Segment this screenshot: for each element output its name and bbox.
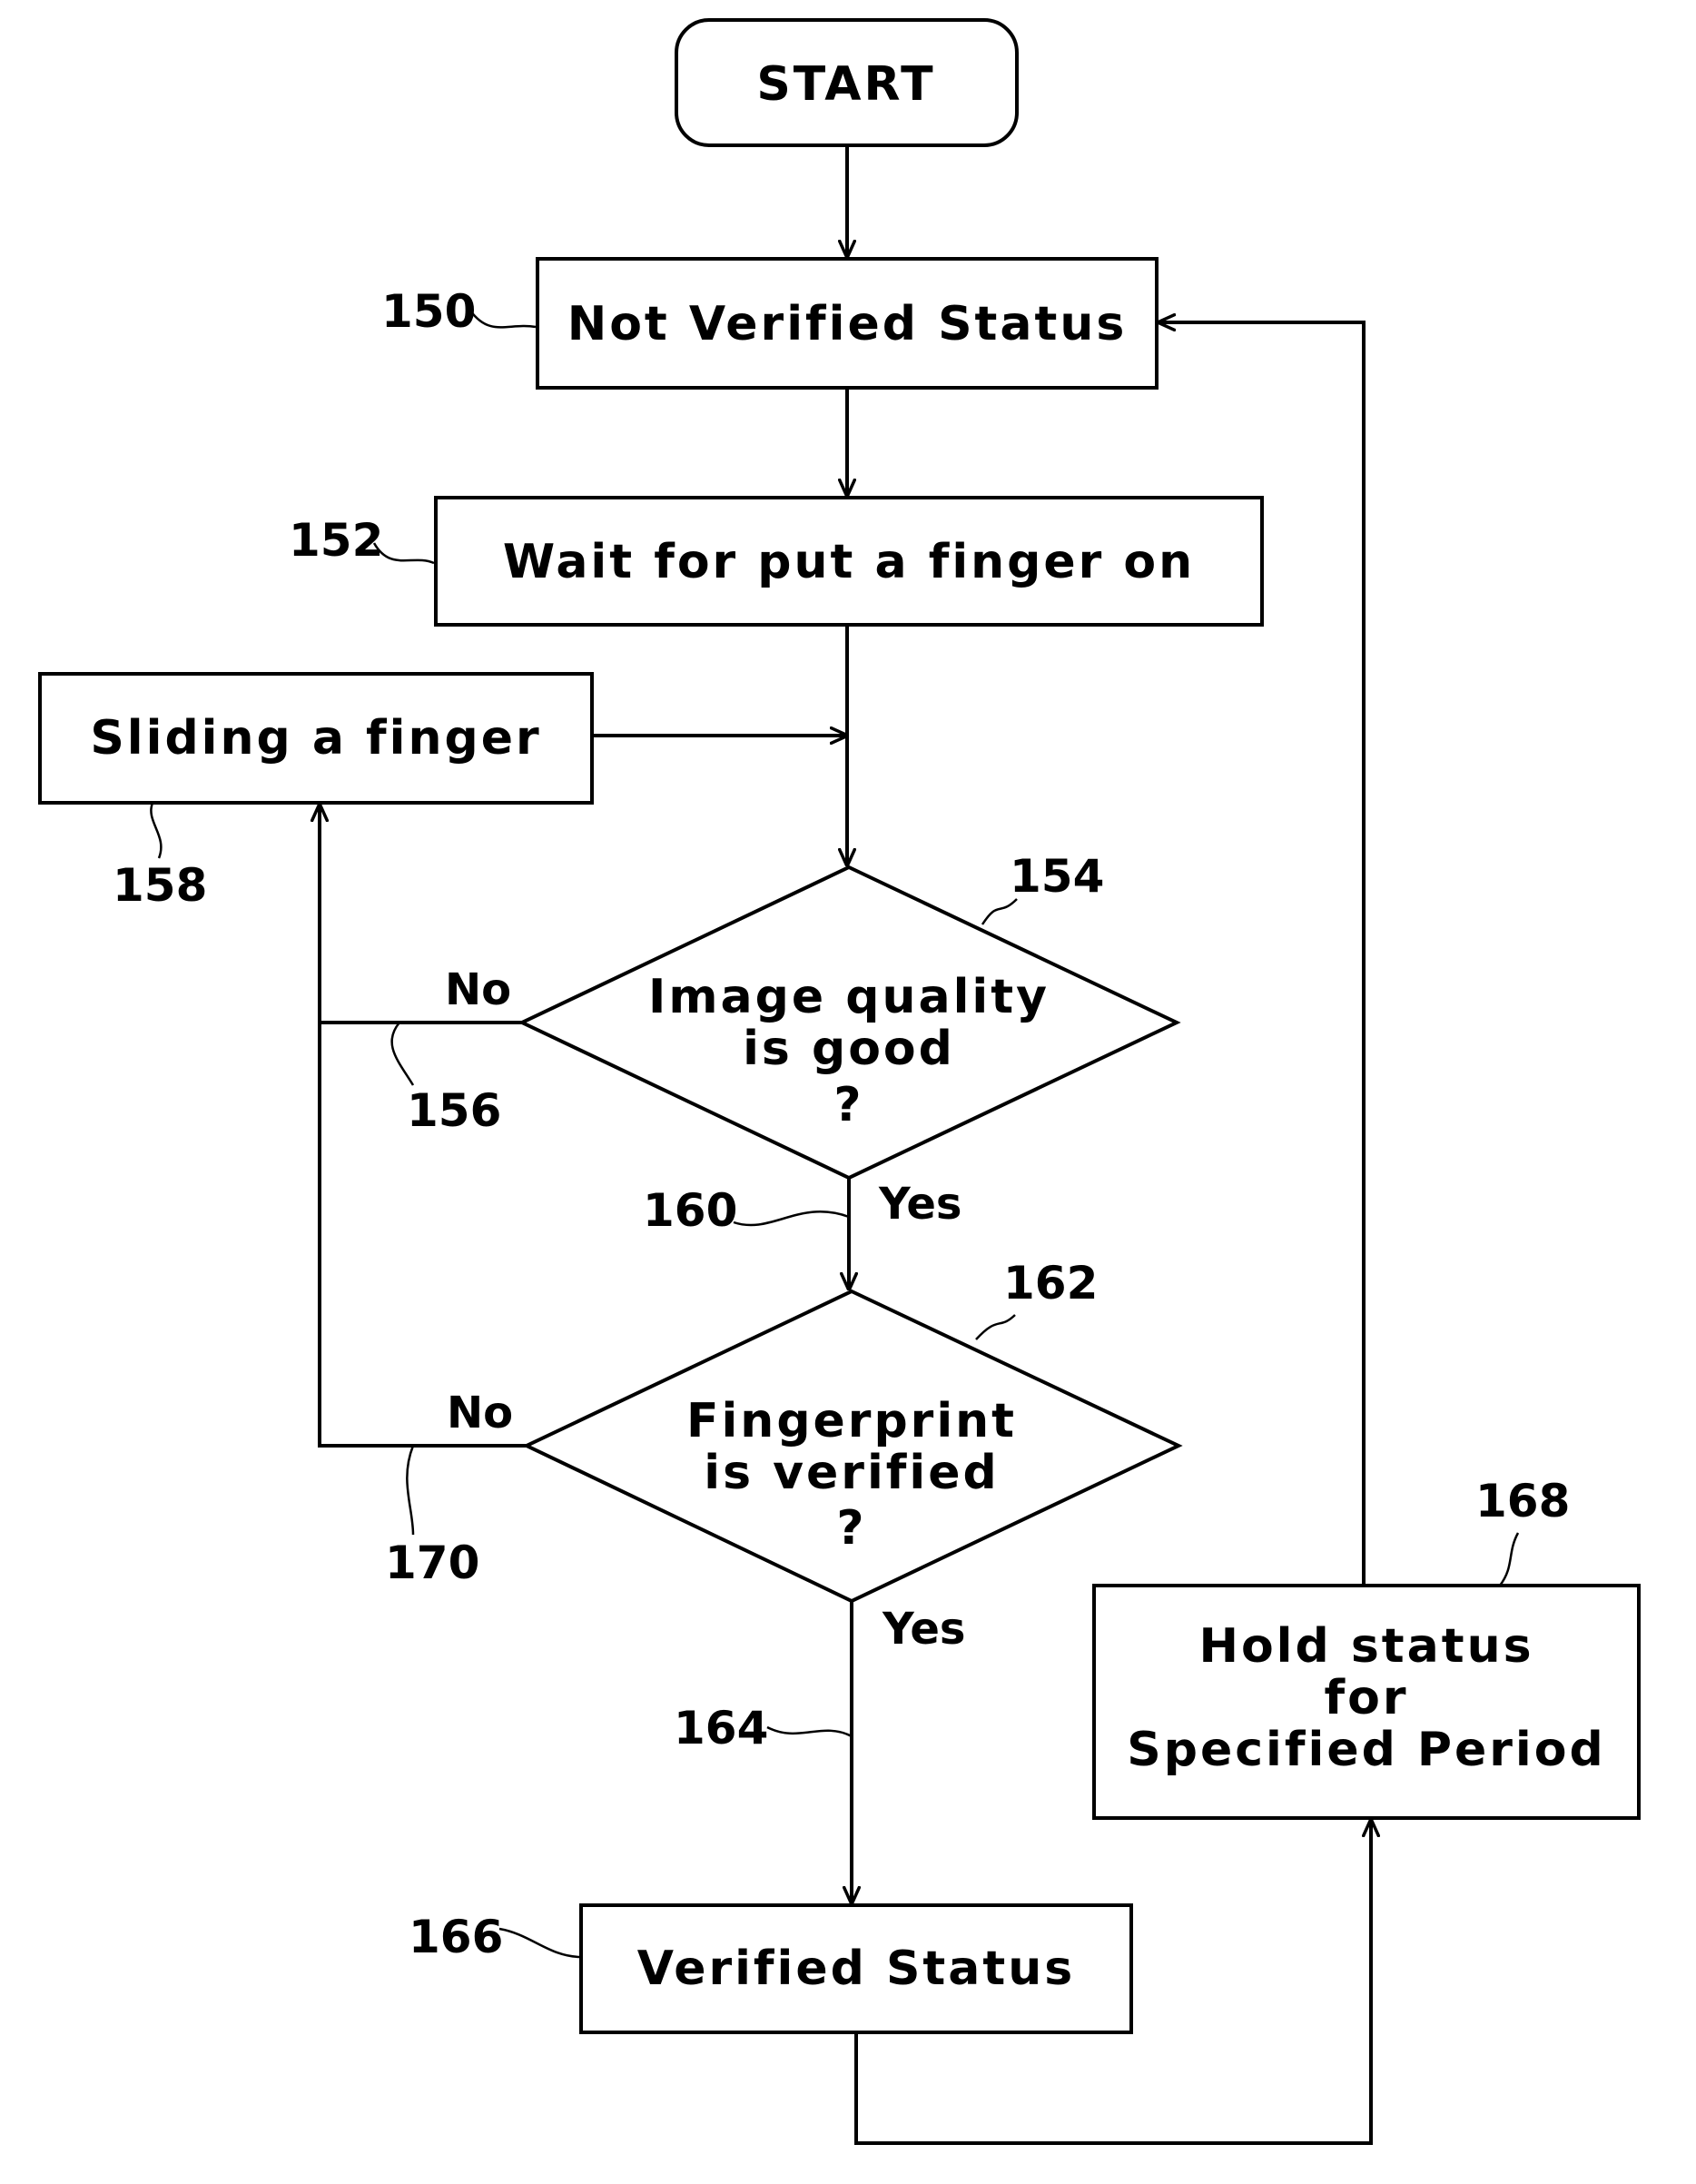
ref-154: 154 xyxy=(1010,850,1104,903)
ref-150: 150 xyxy=(381,285,476,338)
leader-154 xyxy=(982,899,1017,924)
q1-no-label: No xyxy=(445,964,511,1015)
hold-line2: for xyxy=(1325,1671,1409,1725)
start-label: START xyxy=(756,57,935,112)
wait-label: Wait for put a finger on xyxy=(503,535,1195,589)
leader-168 xyxy=(1500,1533,1518,1586)
fingerprint-line3: ? xyxy=(836,1501,866,1556)
leader-158 xyxy=(151,803,161,858)
image-quality-line2: is good xyxy=(743,1022,955,1076)
ref-164: 164 xyxy=(674,1702,768,1754)
hold-line3: Specified Period xyxy=(1127,1723,1605,1777)
ref-152: 152 xyxy=(289,514,383,567)
not-verified-label: Not Verified Status xyxy=(567,297,1128,351)
hold-line1: Hold status xyxy=(1198,1619,1533,1674)
q2-yes-label: Yes xyxy=(882,1604,965,1655)
image-quality-line3: ? xyxy=(833,1078,863,1132)
fingerprint-line2: is verified xyxy=(704,1446,999,1500)
q1-yes-label: Yes xyxy=(878,1179,961,1230)
sliding-label: Sliding a finger xyxy=(90,711,541,766)
leader-156 xyxy=(392,1023,413,1085)
q2-no-label: No xyxy=(447,1388,513,1438)
leader-160 xyxy=(734,1211,849,1225)
ref-168: 168 xyxy=(1475,1475,1570,1527)
image-quality-line1: Image quality xyxy=(648,970,1050,1024)
ref-166: 166 xyxy=(409,1911,503,1963)
ref-156: 156 xyxy=(407,1084,501,1137)
fingerprint-line1: Fingerprint xyxy=(686,1394,1017,1448)
ref-170: 170 xyxy=(385,1537,479,1589)
ref-162: 162 xyxy=(1003,1257,1098,1309)
verified-label: Verified Status xyxy=(637,1942,1075,1996)
leader-170 xyxy=(407,1446,413,1535)
leader-150 xyxy=(470,311,536,327)
leader-162 xyxy=(976,1315,1015,1339)
leader-164 xyxy=(767,1727,852,1736)
ref-160: 160 xyxy=(643,1184,737,1237)
ref-158: 158 xyxy=(113,859,207,912)
leader-166 xyxy=(499,1929,581,1957)
